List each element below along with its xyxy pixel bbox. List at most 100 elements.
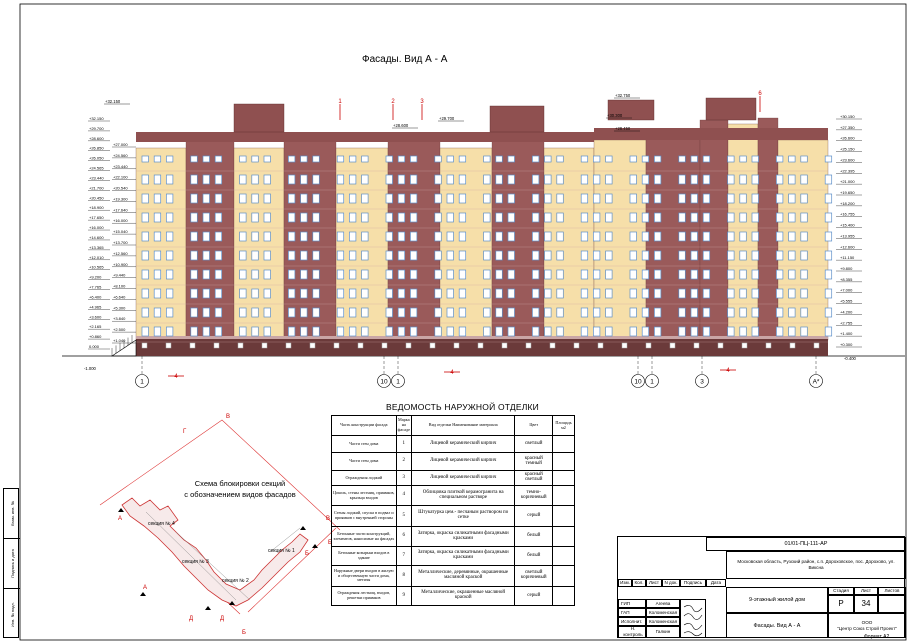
elevation-mark-left: +26.050 <box>89 156 104 161</box>
window <box>641 193 650 204</box>
window <box>190 250 198 261</box>
elevation-mark-right: +25.150 <box>840 147 855 152</box>
window <box>483 155 491 163</box>
window <box>153 307 162 318</box>
vedomost-material-cell: Штукатурка цем.- песчаным раствором по с… <box>410 505 516 527</box>
window <box>166 212 174 223</box>
window <box>532 326 540 337</box>
window <box>263 174 271 185</box>
stamp-header: N док. <box>662 579 680 587</box>
window <box>556 212 564 223</box>
window <box>690 269 698 280</box>
window <box>751 212 759 223</box>
window <box>776 250 784 261</box>
elevation-mark-top: +32.750 <box>615 93 631 98</box>
window <box>434 326 442 337</box>
window <box>434 193 442 204</box>
vedomost-material-cell: Металлические, окрашенные масляной краск… <box>410 586 516 606</box>
window <box>300 288 308 299</box>
window <box>605 250 613 261</box>
window <box>397 250 406 261</box>
vedomost-color-cell: белый <box>514 546 554 566</box>
elevation-mark-left: +2.165 <box>89 324 102 329</box>
vedomost-color-cell: серый <box>514 505 554 527</box>
view-arrow <box>118 508 124 512</box>
window <box>263 231 271 242</box>
window <box>202 193 210 204</box>
roof-parapet <box>136 132 594 142</box>
window <box>312 155 320 163</box>
title-block: 01/01-ПЦ-111-АР Московская область, Рузс… <box>617 536 906 638</box>
section-mark-bottom: 4 <box>174 374 178 380</box>
vedomost-row: Цоколь, стены лестниц, приямков, крыльца… <box>331 485 575 506</box>
vedomost-row: Ограждения лестниц, входов, решетки прия… <box>331 586 575 606</box>
elevation-mark-left: +10.565 <box>89 265 104 270</box>
window <box>410 155 418 163</box>
window <box>483 288 491 299</box>
window <box>410 269 418 280</box>
elevation-mark-left: +24.565 <box>89 166 104 171</box>
window <box>776 269 784 280</box>
elevation-mark-left: +17.650 <box>89 215 104 220</box>
window <box>641 307 650 318</box>
window <box>288 212 296 223</box>
elevation-mark-right: +26.600 <box>840 136 855 141</box>
elevation-mark-left-inner: +19.300 <box>113 196 128 201</box>
axis-bubble <box>809 374 823 388</box>
window <box>349 174 357 185</box>
window <box>312 212 320 223</box>
window <box>141 231 149 242</box>
window <box>544 193 552 204</box>
window <box>556 269 564 280</box>
elevation-mark-top: +30.300 <box>607 113 623 118</box>
vedomost-area-cell <box>552 485 575 506</box>
window <box>654 155 662 163</box>
schema-view-label: А <box>118 516 122 522</box>
stamp-address: Московская область, Рузский район, с.п. … <box>726 551 906 579</box>
window <box>678 250 686 261</box>
window <box>629 269 637 280</box>
window <box>544 307 552 318</box>
window <box>410 212 418 223</box>
window <box>495 288 503 299</box>
window <box>690 212 698 223</box>
window <box>141 174 149 185</box>
elevation-mark-left: +20.450 <box>89 195 104 200</box>
window <box>446 326 454 337</box>
window <box>397 193 406 204</box>
window <box>678 212 686 223</box>
window <box>654 288 662 299</box>
window <box>629 174 637 185</box>
section-mark-top: 3 <box>420 99 424 105</box>
window <box>361 231 369 242</box>
window <box>593 212 601 223</box>
window <box>678 155 686 163</box>
elevation-mark-left: +16.000 <box>89 225 104 230</box>
elevation-mark-left: +12.010 <box>89 255 104 260</box>
window <box>190 212 198 223</box>
roof-stair-block <box>233 103 285 133</box>
window <box>446 174 454 185</box>
elevation-mark-left: +4.965 <box>89 304 102 309</box>
window <box>495 193 503 204</box>
window <box>641 231 650 242</box>
window <box>654 174 662 185</box>
elevation-mark-right: +1.400 <box>840 331 853 336</box>
vedomost-mark-cell: 3 <box>395 470 412 486</box>
window <box>605 288 613 299</box>
window <box>824 212 833 223</box>
elevation-mark-left: +14.600 <box>89 235 104 240</box>
schema-view-label: В <box>326 516 330 522</box>
view-arrow <box>229 601 235 605</box>
window <box>605 269 613 280</box>
basement-window <box>261 342 268 349</box>
window <box>727 231 735 242</box>
elevation-mark-right: +4.200 <box>840 309 853 314</box>
window <box>690 174 698 185</box>
elevation-mark-right: +21.000 <box>840 179 855 184</box>
roof-stair-block <box>607 99 655 121</box>
window <box>824 269 833 280</box>
window <box>166 174 174 185</box>
